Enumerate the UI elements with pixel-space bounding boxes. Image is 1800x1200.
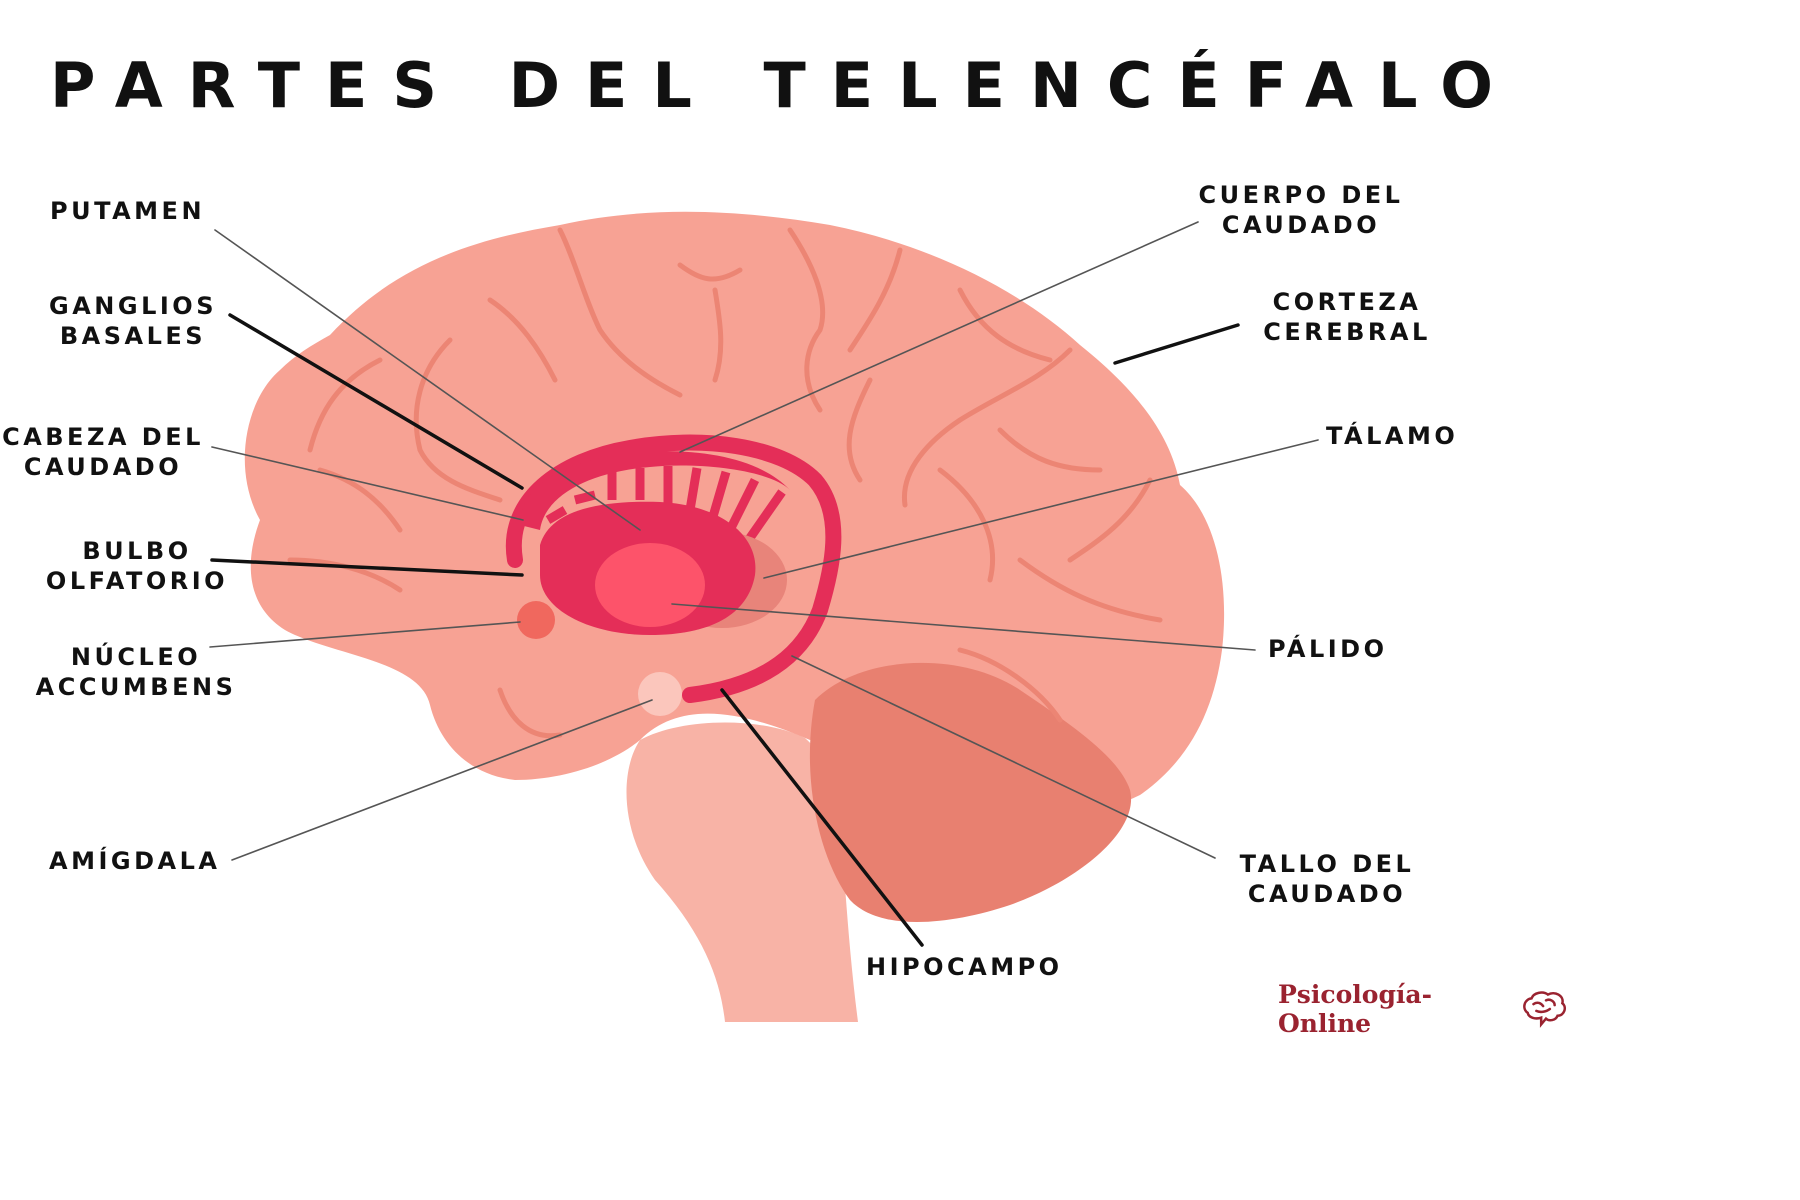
label-hipocampo: HIPOCAMPO <box>866 953 1063 981</box>
brand-logo[interactable]: Psicología-Online <box>1278 980 1568 1038</box>
leader-hipocampo <box>720 688 924 947</box>
label-talamo: TÁLAMO <box>1326 422 1459 450</box>
cerebellum <box>809 662 1132 923</box>
label-putamen: PUTAMEN <box>50 197 206 225</box>
leader-ganglios-basales <box>228 313 524 490</box>
leader-lines <box>209 221 1319 947</box>
leader-amigdala <box>231 699 653 861</box>
caudate-nucleus <box>505 434 842 703</box>
cerebrum <box>244 211 1225 809</box>
brand-text: Psicología-Online <box>1278 980 1432 1038</box>
page-title: PARTES DEL TELENCÉFALO <box>50 49 1518 122</box>
label-tallo-caudado: TALLO DEL CAUDADO <box>1239 850 1415 908</box>
label-cabeza-caudado: CABEZA DEL CAUDADO <box>2 423 204 481</box>
label-ganglios-basales: GANGLIOS BASALES <box>49 292 217 350</box>
label-bulbo-olfatorio: BULBO OLFATORIO <box>45 537 229 595</box>
leader-cabeza-caudado <box>211 446 524 521</box>
nucleus-accumbens <box>517 601 555 639</box>
leader-corteza-cerebral <box>1113 323 1240 365</box>
diagram-canvas: PARTES DEL TELENCÉFALO <box>2 49 1568 1038</box>
leader-talamo <box>763 439 1319 579</box>
amygdala <box>638 672 682 716</box>
leader-nucleo-accumbens <box>209 621 521 648</box>
brain-diagram <box>209 211 1319 1022</box>
cortex-sulci <box>287 227 1163 739</box>
label-nucleo-accumbens: NÚCLEO ACCUMBENS <box>35 643 237 701</box>
brainstem <box>626 722 858 1022</box>
leader-bulbo-olfatorio <box>210 558 524 577</box>
label-corteza-cerebral: CORTEZA CEREBRAL <box>1263 288 1431 346</box>
brain-logo-icon <box>1522 991 1566 1028</box>
label-amigdala: AMÍGDALA <box>49 847 221 875</box>
label-palido: PÁLIDO <box>1268 635 1388 663</box>
globus-pallidus <box>595 543 705 627</box>
leader-putamen <box>214 229 641 531</box>
label-cuerpo-caudado: CUERPO DEL CAUDADO <box>1198 181 1404 239</box>
leader-tallo-caudado <box>791 655 1216 859</box>
leader-cuerpo-caudado <box>679 221 1199 453</box>
leader-palido <box>671 603 1256 651</box>
